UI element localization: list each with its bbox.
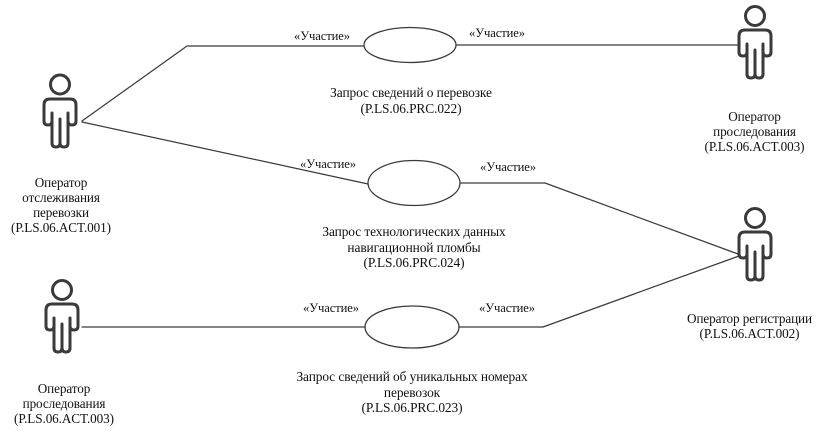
association-stereotype-4: «Участие» xyxy=(480,160,536,174)
actor-label-registration-operator: Оператор регистрации (P.LS.06.ACT.002) xyxy=(672,296,827,356)
usecase-code-unique-numbers-request: (P.LS.06.PRC.023) xyxy=(361,399,463,415)
actor-figure-tracking-operator[interactable] xyxy=(42,73,78,149)
actor-code-registration-operator: (P.LS.06.ACT.002) xyxy=(699,326,800,342)
association-line-3 xyxy=(81,121,369,185)
actor-figure-passage-operator-bottom[interactable] xyxy=(44,279,80,354)
actor-label-passage-operator-bottom: Оператор проследования (P.LS.06.ACT.003) xyxy=(0,366,128,441)
actor-code-passage-operator-top: (P.LS.06.ACT.003) xyxy=(704,139,805,155)
actor-figure-passage-operator-top[interactable] xyxy=(737,5,773,80)
actor-code-tracking-operator: (P.LS.06.ACT.001) xyxy=(11,220,111,236)
actor-name-tracking-operator: Оператор отслеживания перевозки xyxy=(22,175,100,221)
usecase-code-shipment-info-request: (P.LS.06.PRC.022) xyxy=(360,100,462,116)
usecase-name-seal-tech-data-request: Запрос технологических данных навигацион… xyxy=(322,224,506,255)
association-stereotype-3: «Участие» xyxy=(300,157,356,171)
actor-label-tracking-operator: Оператор отслеживания перевозки (P.LS.06… xyxy=(0,160,122,250)
usecase-name-unique-numbers-request: Запрос сведений об уникальных номерах пе… xyxy=(296,369,528,400)
actor-name-passage-operator-top: Оператор проследования xyxy=(713,109,796,140)
usecase-ellipse-unique-numbers-request[interactable] xyxy=(364,305,460,349)
association-line-6 xyxy=(458,255,740,328)
actor-figure-registration-operator[interactable] xyxy=(737,207,773,282)
usecase-code-seal-tech-data-request: (P.LS.06.PRC.024) xyxy=(363,254,465,270)
association-stereotype-5: «Участие» xyxy=(303,301,359,315)
usecase-ellipse-shipment-info-request[interactable] xyxy=(363,26,457,64)
usecase-label-shipment-info-request: Запрос сведений о перевозке (P.LS.06.PRC… xyxy=(280,70,542,131)
usecase-label-unique-numbers-request: Запрос сведений об уникальных номерах пе… xyxy=(262,354,562,430)
actor-label-passage-operator-top: Оператор проследования (P.LS.06.ACT.003) xyxy=(682,94,827,169)
association-line-4 xyxy=(459,182,739,255)
association-line-1 xyxy=(81,45,366,122)
association-stereotype-6: «Участие» xyxy=(479,301,535,315)
actor-name-registration-operator: Оператор регистрации xyxy=(687,311,812,327)
association-stereotype-1: «Участие» xyxy=(294,29,350,43)
usecase-label-seal-tech-data-request: Запрос технологических данных навигацион… xyxy=(283,209,545,285)
diagram-canvas xyxy=(42,5,773,354)
association-stereotype-2: «Участие» xyxy=(469,26,525,40)
usecase-ellipse-seal-tech-data-request[interactable] xyxy=(367,159,461,207)
use-case-diagram: Оператор отслеживания перевозки (P.LS.06… xyxy=(0,5,827,426)
usecase-name-shipment-info-request: Запрос сведений о перевозке xyxy=(330,85,492,101)
actor-name-passage-operator-bottom: Оператор проследования xyxy=(22,381,106,412)
